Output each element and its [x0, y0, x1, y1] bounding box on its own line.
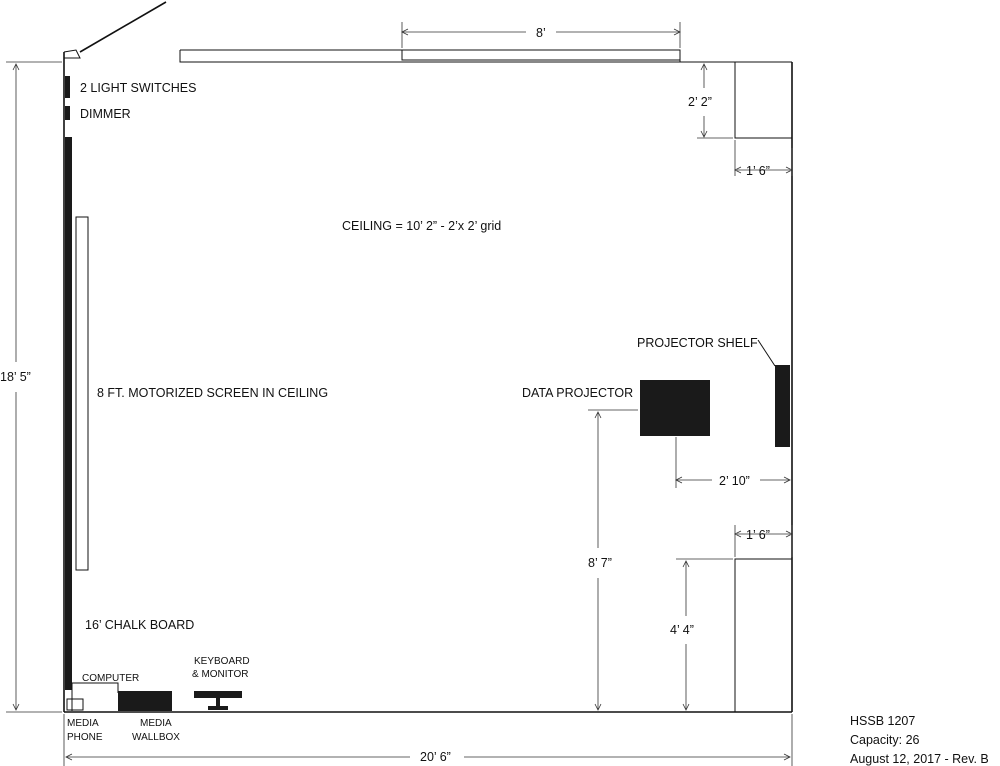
top-right-column: [734, 62, 792, 139]
media-wallbox: [118, 691, 172, 711]
data-projector-label: DATA PROJECTOR: [522, 386, 633, 400]
monitor-stand: [216, 697, 220, 707]
media-phone-label-line2: PHONE: [67, 732, 103, 743]
data-projector: [640, 380, 710, 436]
light-switches-mark: [65, 76, 70, 98]
info-room: HSSB 1207: [850, 714, 915, 728]
computer-outline: [71, 682, 119, 711]
info-capacity: Capacity: 26: [850, 733, 920, 747]
dim-bottom-right-depth: 4’ 4”: [670, 623, 694, 637]
media-wallbox-label-line2: WALLBOX: [132, 732, 180, 743]
monitor-base: [208, 706, 228, 710]
media-wallbox-label-line1: MEDIA: [140, 718, 172, 729]
top-wall-inner: [179, 50, 792, 63]
dim-top-right-depth: 2’ 2”: [688, 95, 712, 109]
keyboard-label-line2: & MONITOR: [192, 669, 248, 680]
projector-shelf-label: PROJECTOR SHELF: [637, 336, 758, 350]
door-leaf: [79, 1, 167, 53]
computer-label: COMPUTER: [82, 673, 139, 684]
dim-top-right-width: 1’ 6”: [746, 164, 770, 178]
room-walls: [63, 1, 793, 713]
motorized-screen: [75, 216, 89, 571]
chalk-board: [65, 137, 72, 690]
bottom-right-column: [734, 558, 792, 712]
window: [401, 49, 681, 61]
ceiling-label: CEILING = 10’ 2” - 2’x 2’ grid: [342, 219, 501, 233]
info-date-rev: August 12, 2017 - Rev. B: [850, 752, 989, 766]
media-phone-label-line1: MEDIA: [67, 718, 99, 729]
screen-label: 8 FT. MOTORIZED SCREEN IN CEILING: [97, 386, 328, 400]
keyboard-label-line1: KEYBOARD: [194, 656, 250, 667]
dim-projector-height: 8’ 7”: [588, 556, 612, 570]
dim-bottom-right-width: 1’ 6”: [746, 528, 770, 542]
dim-room-width: 20’ 6”: [420, 750, 451, 764]
dimmer-label: DIMMER: [80, 107, 131, 121]
media-phone: [66, 698, 84, 711]
projector-shelf: [775, 365, 790, 447]
dimension-lines: [6, 22, 793, 766]
light-switches-label: 2 LIGHT SWITCHES: [80, 81, 196, 95]
projector-shelf-leader: [757, 339, 776, 367]
chalk-board-label: 16’ CHALK BOARD: [85, 618, 194, 632]
dim-room-height: 18’ 5”: [0, 370, 31, 384]
keyboard-monitor: [194, 691, 242, 698]
dim-window-width: 8’: [536, 26, 546, 40]
door-jamb: [63, 49, 81, 59]
dimmer-mark: [65, 106, 70, 120]
dim-projector-offset: 2’ 10”: [719, 474, 750, 488]
